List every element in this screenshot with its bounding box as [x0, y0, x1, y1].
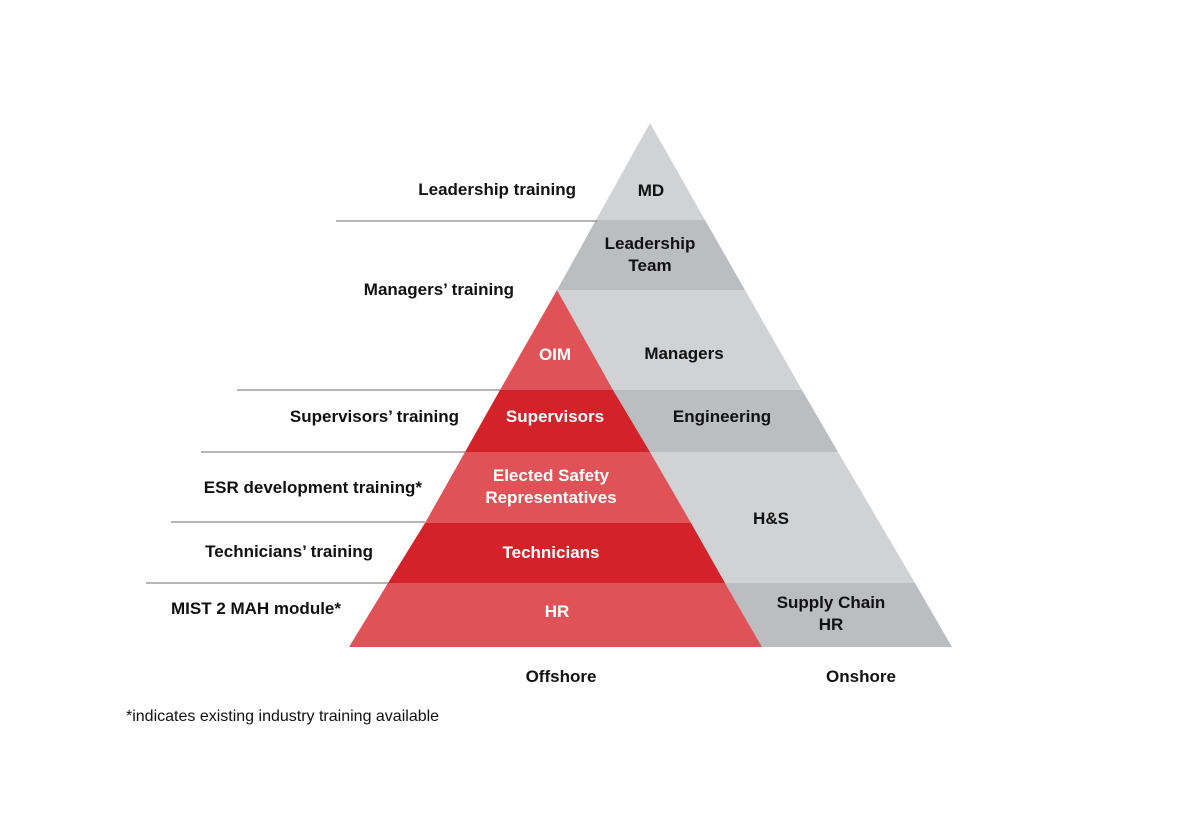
tier-label-leadership: Leadership [605, 234, 696, 253]
tier-label-technicians: Technicians [503, 543, 600, 562]
tier-label-representatives: Representatives [485, 488, 616, 507]
tier-label-elected-safety: Elected Safety [493, 466, 610, 485]
label-leadership-training: Leadership training [418, 180, 576, 199]
tier-label-managers: Managers [644, 344, 723, 363]
tier-label-onshore-hr: HR [819, 615, 844, 634]
tier-elected-safety-representatives [425, 452, 691, 523]
label-mist-2-mah-module: MIST 2 MAH module* [171, 599, 341, 618]
tier-engineering [613, 390, 838, 452]
tier-label-team: Team [628, 256, 671, 275]
tier-label-supply-chain: Supply Chain [777, 593, 886, 612]
label-esr-development-training: ESR development training* [204, 478, 423, 497]
tier-label-engineering: Engineering [673, 407, 771, 426]
tier-md [596, 123, 705, 220]
tier-supply-chain-hr [725, 583, 952, 647]
column-label-onshore: Onshore [826, 667, 896, 686]
tier-label-md: MD [638, 181, 664, 200]
column-label-offshore: Offshore [526, 667, 597, 686]
tier-managers [557, 290, 802, 390]
label-technicians-training: Technicians’ training [205, 542, 373, 561]
tier-offshore-hr [349, 583, 762, 647]
tier-supervisors [465, 390, 650, 452]
tier-label-supervisors: Supervisors [506, 407, 604, 426]
tier-technicians [388, 523, 725, 583]
tier-leadership-team [557, 220, 745, 290]
label-managers-training: Managers’ training [364, 280, 514, 299]
label-supervisors-training: Supervisors’ training [290, 407, 459, 426]
tier-oim [500, 290, 613, 390]
footnote: *indicates existing industry training av… [126, 708, 439, 725]
tier-label-hs: H&S [753, 509, 789, 528]
tier-label-offshore-hr: HR [545, 602, 570, 621]
tier-label-oim: OIM [539, 345, 571, 364]
tier-hs [650, 452, 915, 583]
